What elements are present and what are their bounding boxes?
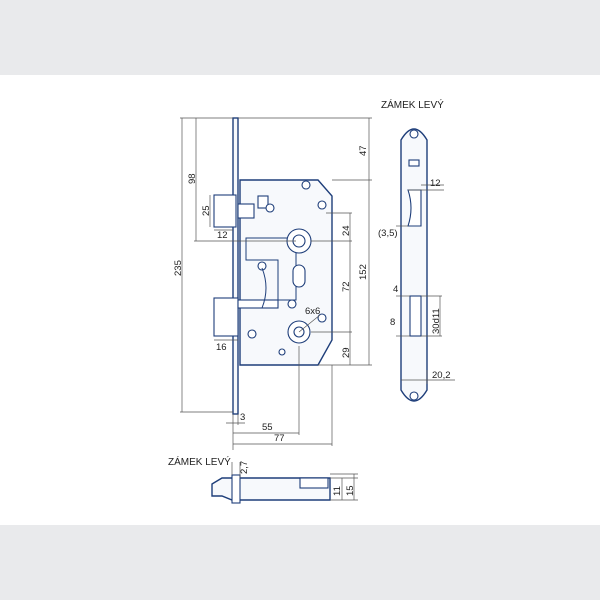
dim-4: 4	[393, 284, 398, 295]
dim-3-5: (3,5)	[378, 228, 398, 239]
faceplate-outline	[400, 128, 428, 402]
screw-mid	[287, 299, 297, 309]
faceplate-screw-bottom	[409, 391, 419, 401]
key-slot	[292, 264, 306, 288]
faceplate-side-view	[396, 128, 455, 402]
latch-inner	[237, 203, 255, 219]
dim-235: 235	[173, 260, 184, 276]
screw-right	[317, 200, 327, 210]
dim-25: 25	[201, 205, 212, 216]
screw-lower	[317, 313, 327, 323]
dim-98: 98	[187, 173, 198, 184]
dim-24: 24	[341, 225, 352, 236]
bottom-faceplate	[231, 474, 241, 504]
lock-bottom-view	[211, 462, 358, 504]
dim-47: 47	[358, 145, 369, 156]
bolt	[213, 297, 239, 337]
dim-11: 11	[332, 486, 343, 496]
lock-body	[239, 179, 333, 366]
dim-20-2: 20,2	[432, 370, 451, 381]
dim-2-7: 2,7	[239, 461, 250, 474]
latch-opening	[407, 189, 422, 227]
title-side: ZÁMEK LEVÝ	[381, 98, 444, 111]
dim-6x6: 6x6	[305, 306, 320, 317]
spring-4	[278, 348, 286, 356]
spring-2	[265, 203, 275, 213]
lock-front-view	[213, 117, 333, 415]
front-dimensions	[180, 117, 372, 450]
dim-12b: 12	[430, 178, 441, 189]
dim-12a: 12	[217, 230, 228, 241]
spring-3	[247, 329, 257, 339]
dim-16: 16	[216, 342, 227, 353]
bottom-bolt	[299, 477, 329, 489]
latch	[213, 194, 237, 228]
dim-152: 152	[358, 264, 369, 280]
dim-15: 15	[345, 485, 356, 496]
dim-29: 29	[341, 347, 352, 358]
spring-wire	[261, 267, 267, 309]
screw-top	[301, 180, 311, 190]
faceplate-screw-top	[409, 129, 419, 139]
faceplate	[232, 117, 239, 415]
bolt-opening	[409, 295, 422, 337]
spring-1	[257, 261, 267, 271]
bolt-tail	[237, 299, 279, 309]
title-bottom: ZÁMEK LEVÝ	[168, 455, 231, 468]
latch-spring	[257, 195, 269, 209]
dim-72: 72	[341, 281, 352, 292]
dim-55: 55	[262, 422, 273, 433]
dim-3: 3	[240, 412, 245, 423]
dim-77: 77	[274, 433, 285, 444]
top-slot	[408, 159, 420, 167]
dim-30d11: 30d11	[431, 308, 442, 334]
dim-8: 8	[390, 317, 395, 328]
